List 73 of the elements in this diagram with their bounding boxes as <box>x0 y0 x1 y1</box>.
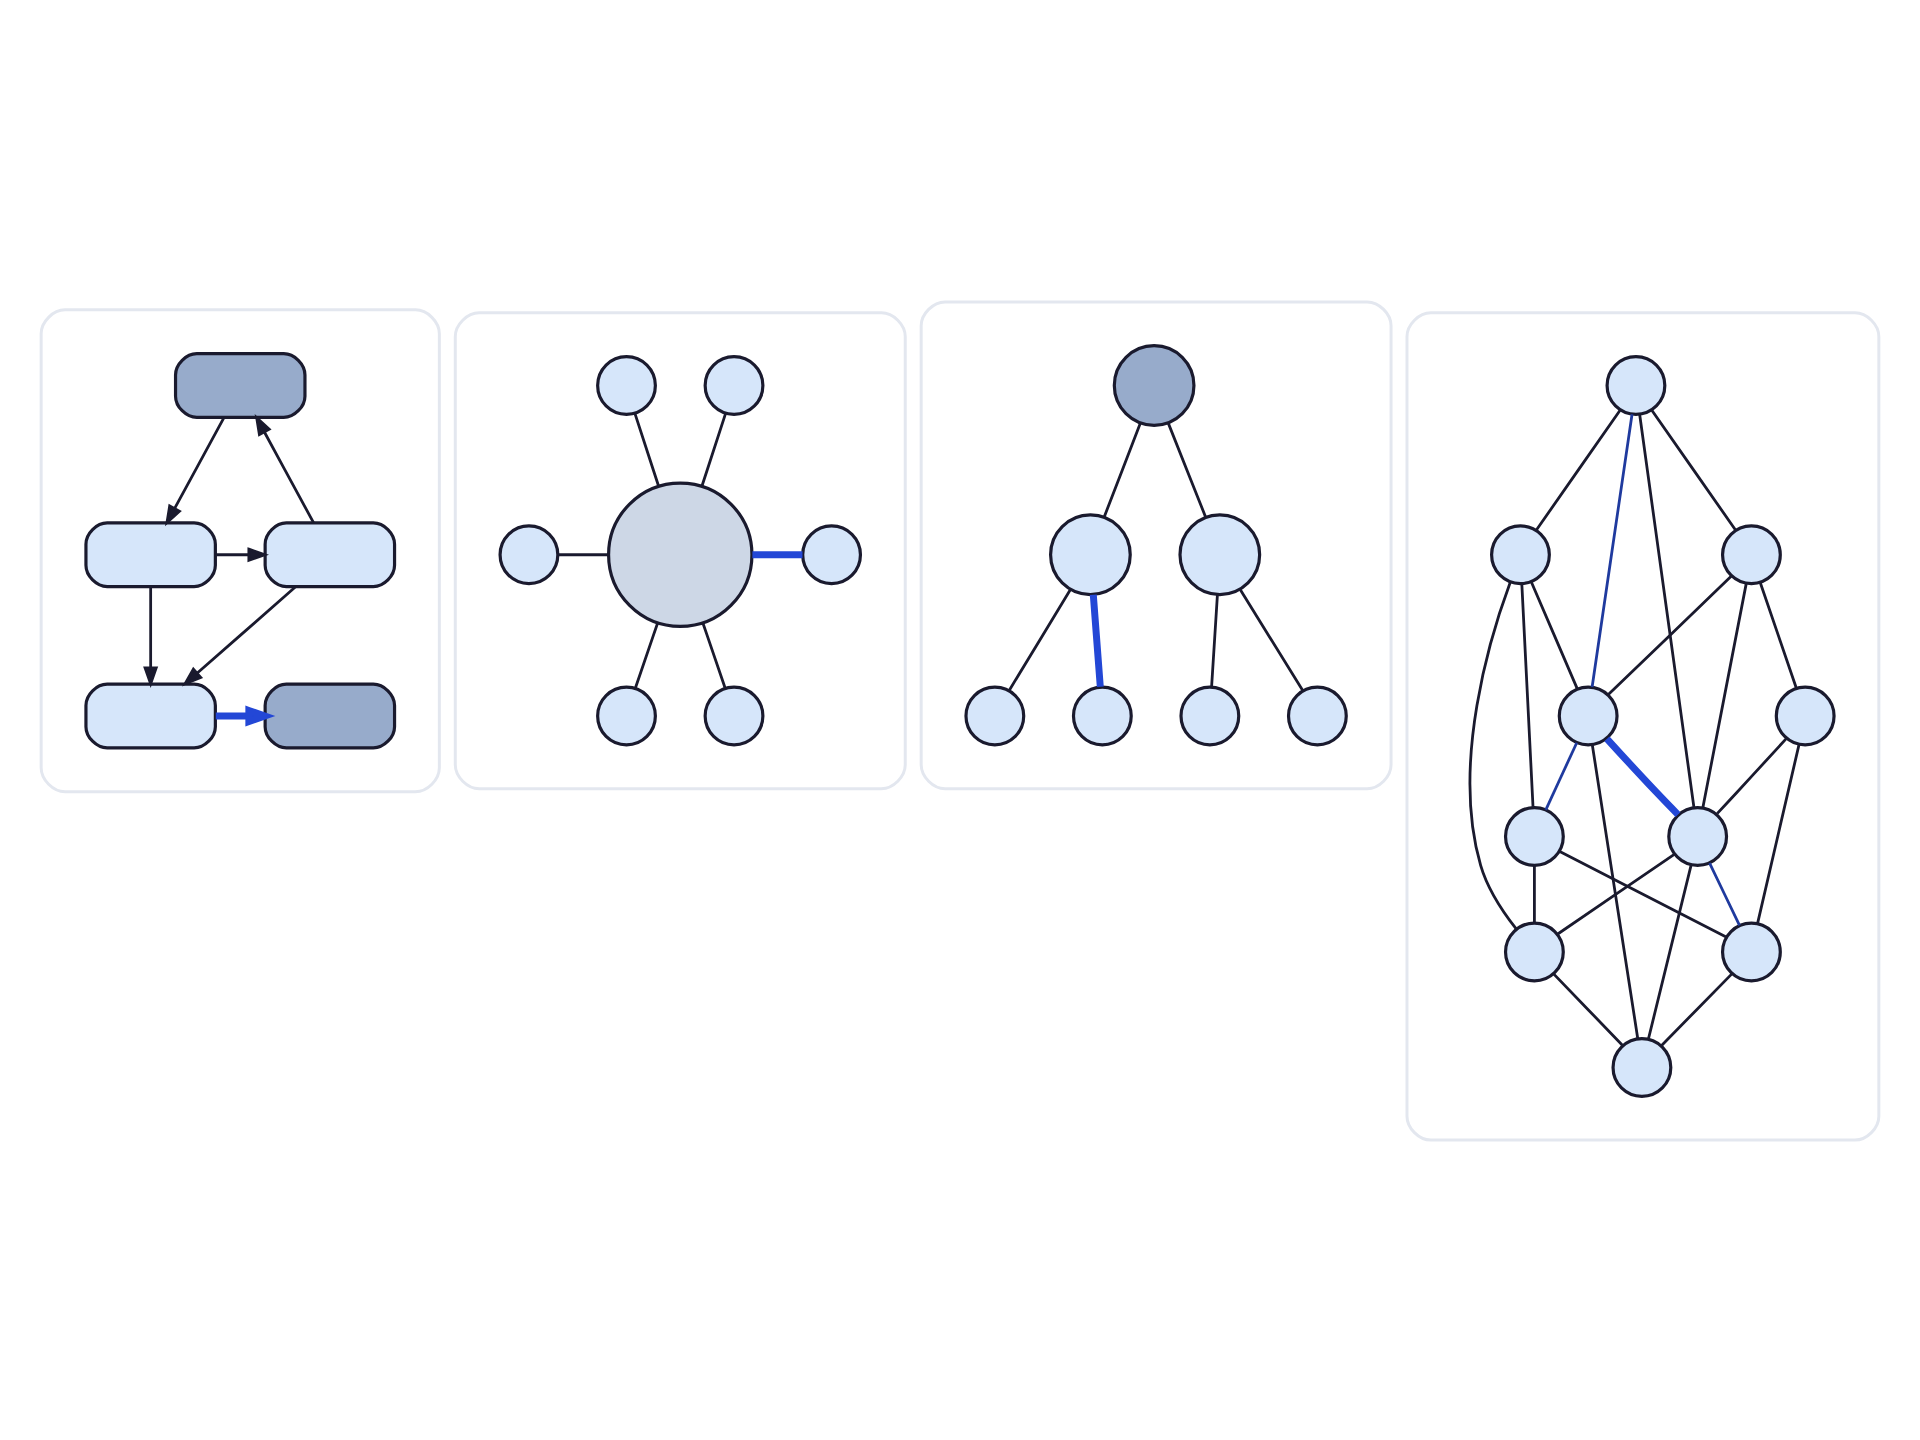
connector <box>1007 587 1072 691</box>
connector <box>1660 971 1733 1046</box>
node-circle <box>1049 512 1132 596</box>
node-box <box>173 351 307 418</box>
connector <box>1238 587 1305 691</box>
node-circle <box>1490 523 1551 585</box>
node-circle <box>498 523 560 585</box>
node-circle <box>1611 1035 1673 1097</box>
connector <box>557 552 609 556</box>
node-circle <box>1720 920 1782 982</box>
arrow <box>181 585 297 686</box>
node-circle <box>1720 523 1782 585</box>
node-circle <box>607 480 754 628</box>
connector <box>1544 741 1579 810</box>
connector <box>1535 408 1622 530</box>
connector <box>1638 413 1696 807</box>
node-circle <box>703 684 765 746</box>
node-circle <box>1557 684 1619 746</box>
connector <box>633 411 660 486</box>
cluster <box>919 299 1393 790</box>
connector <box>1701 582 1748 807</box>
connector <box>701 622 727 688</box>
node-circle <box>964 684 1026 746</box>
cluster <box>1405 310 1881 1141</box>
cluster <box>453 310 907 790</box>
arrow <box>143 586 159 687</box>
node-circle <box>596 684 657 746</box>
connector <box>1590 413 1634 687</box>
node-box <box>84 681 217 749</box>
connector <box>1708 861 1741 925</box>
connector <box>1210 593 1219 686</box>
connector <box>1759 581 1798 688</box>
node-circle <box>1774 684 1836 746</box>
connector <box>1607 574 1733 695</box>
connector <box>1650 408 1737 530</box>
node-circle <box>801 523 863 585</box>
connector <box>1647 864 1693 1039</box>
node-circle <box>596 354 657 415</box>
connector <box>1552 971 1624 1046</box>
cluster <box>39 307 441 793</box>
node-circle <box>1667 805 1729 866</box>
connector <box>1556 852 1676 935</box>
node-circle <box>703 354 765 415</box>
connector <box>1089 593 1104 686</box>
node-circle <box>1503 805 1565 866</box>
connector <box>1604 735 1681 817</box>
connector <box>1558 849 1727 938</box>
arrow <box>215 704 276 726</box>
connector <box>1102 421 1142 517</box>
connector <box>752 550 803 558</box>
arrow <box>164 416 226 526</box>
connector <box>1520 582 1535 806</box>
node-circle <box>1605 354 1667 415</box>
connector <box>1167 421 1207 517</box>
node-circle <box>1178 512 1262 596</box>
node-circle <box>1071 684 1133 746</box>
node-box <box>84 520 217 588</box>
node-circle <box>1286 684 1348 746</box>
node-box <box>263 520 397 588</box>
connector <box>700 411 727 486</box>
connector <box>1756 743 1801 923</box>
arrow <box>254 413 315 523</box>
connector <box>634 622 659 688</box>
connector <box>1468 580 1518 929</box>
connector <box>1530 580 1579 689</box>
arrow <box>215 546 269 562</box>
node-circle <box>1179 684 1241 746</box>
connector <box>1590 743 1640 1038</box>
node-circle <box>1503 920 1565 982</box>
connector <box>1533 864 1536 922</box>
node-circle <box>1112 343 1196 426</box>
node-box <box>263 681 397 749</box>
connector <box>1716 736 1788 814</box>
